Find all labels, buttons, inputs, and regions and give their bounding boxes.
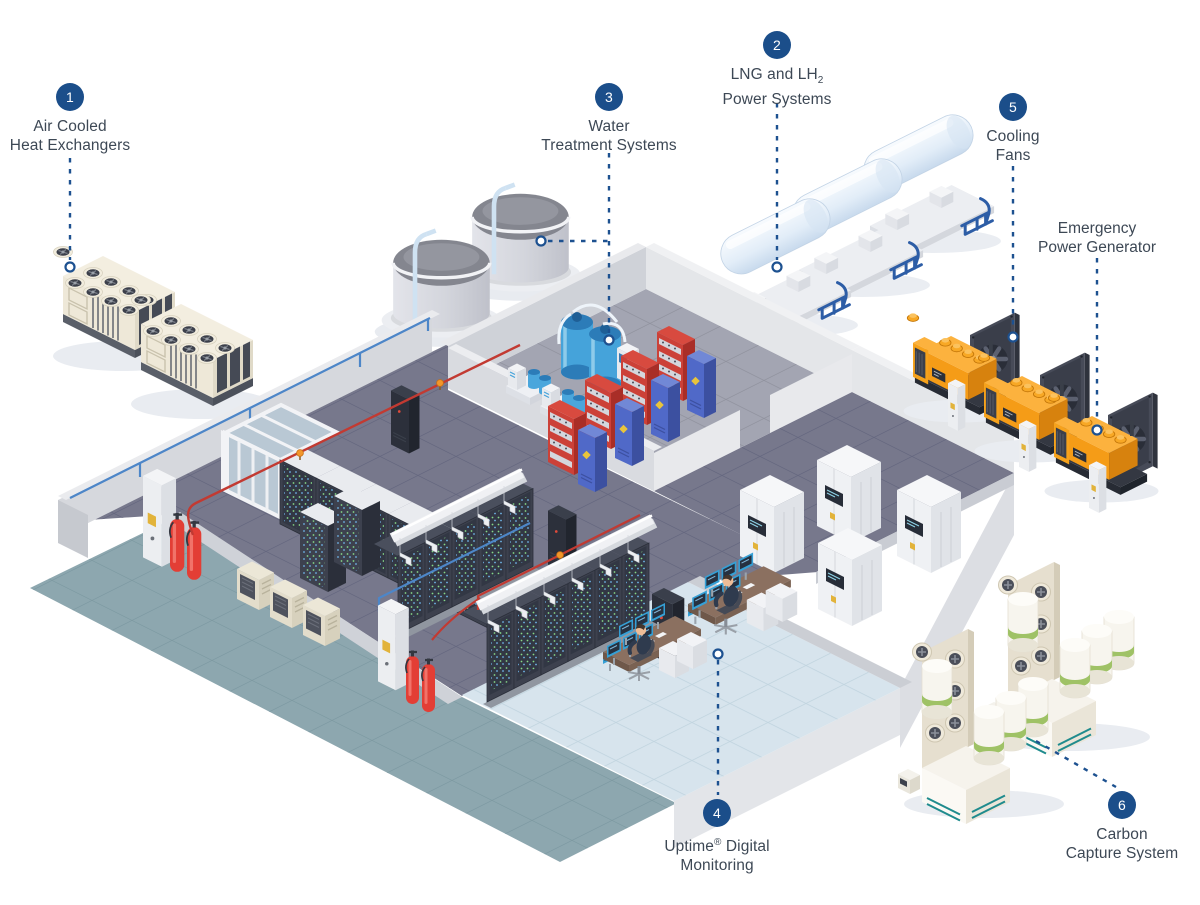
ups-cabinet [817,527,883,627]
callout-1-badge: 1 [56,83,84,111]
callout-6-badge: 6 [1108,791,1136,819]
callout-3-line2: Treatment Systems [541,137,677,154]
callout-6-line2: Capture System [1065,845,1179,862]
carbon-capture-system [898,562,1150,824]
callout-4-line1: Uptime® Digital [664,837,770,856]
standalone-racks [300,487,380,592]
leader-lines [68,103,1117,795]
epg-line2: Power Generator [1037,239,1157,256]
overhead-busway [389,468,528,566]
outdoor-apron-grid [30,515,752,862]
leader-6 [1035,739,1117,789]
label-emergency-power-generator: Emergency Power Generator [977,219,1200,257]
server-hall [143,343,685,714]
fire-extinguisher [404,649,421,706]
callout-1-air-cooled-heat-exchangers: 1 Air Cooled Heat Exchangers [0,83,190,155]
callout-4-badge: 4 [703,799,731,827]
fire-extinguisher [420,657,437,714]
callout-5-line1: Cooling [986,128,1040,145]
overhead-busway [475,514,658,633]
sprinkler [296,449,304,460]
callout-4-uptime-digital-monitoring: 4 Uptime® Digital Monitoring [597,799,837,875]
callout-3-badge: 3 [595,83,623,111]
sprinkler [436,379,444,390]
callout-4-line2: Monitoring [680,857,754,875]
generator-control-pillar [1019,420,1037,472]
callout-2-lng-lh2-power-systems: 2 LNG and LH2 Power Systems [657,31,897,109]
ups-cabinet [896,474,962,574]
callout-2-line1: LNG and LH2 [730,66,824,87]
air-cooled-heat-exchangers [53,247,271,420]
epg-line1: Emergency [1057,220,1137,237]
callout-3-line1: Water [588,118,630,135]
callout-3-water-treatment-systems: 3 Water Treatment Systems [489,83,729,155]
fire-extinguisher [185,519,203,582]
generator-control-pillar [1089,461,1107,513]
callout-2-badge: 2 [763,31,791,59]
callout-1-line2: Heat Exchangers [9,137,131,154]
callout-6-carbon-capture-system: 6 Carbon Capture System [1002,791,1200,863]
ups-cabinet [816,444,882,544]
callout-5-line2: Fans [995,147,1031,164]
callout-5-cooling-fans: 5 Cooling Fans [893,93,1133,165]
fire-extinguisher [168,511,186,574]
callout-2-line2: Power Systems [722,91,832,109]
server-rack-row-1 [373,468,541,640]
leader-endpoints [64,235,1103,660]
outer-wall-front [674,688,900,848]
electrical-pillar [378,598,409,691]
callout-5-badge: 5 [999,93,1027,121]
generator-control-pillar [948,379,966,431]
callout-1-line1: Air Cooled [33,118,107,135]
callout-6-line1: Carbon [1096,826,1148,843]
fire-suppression-pipe [186,343,521,536]
